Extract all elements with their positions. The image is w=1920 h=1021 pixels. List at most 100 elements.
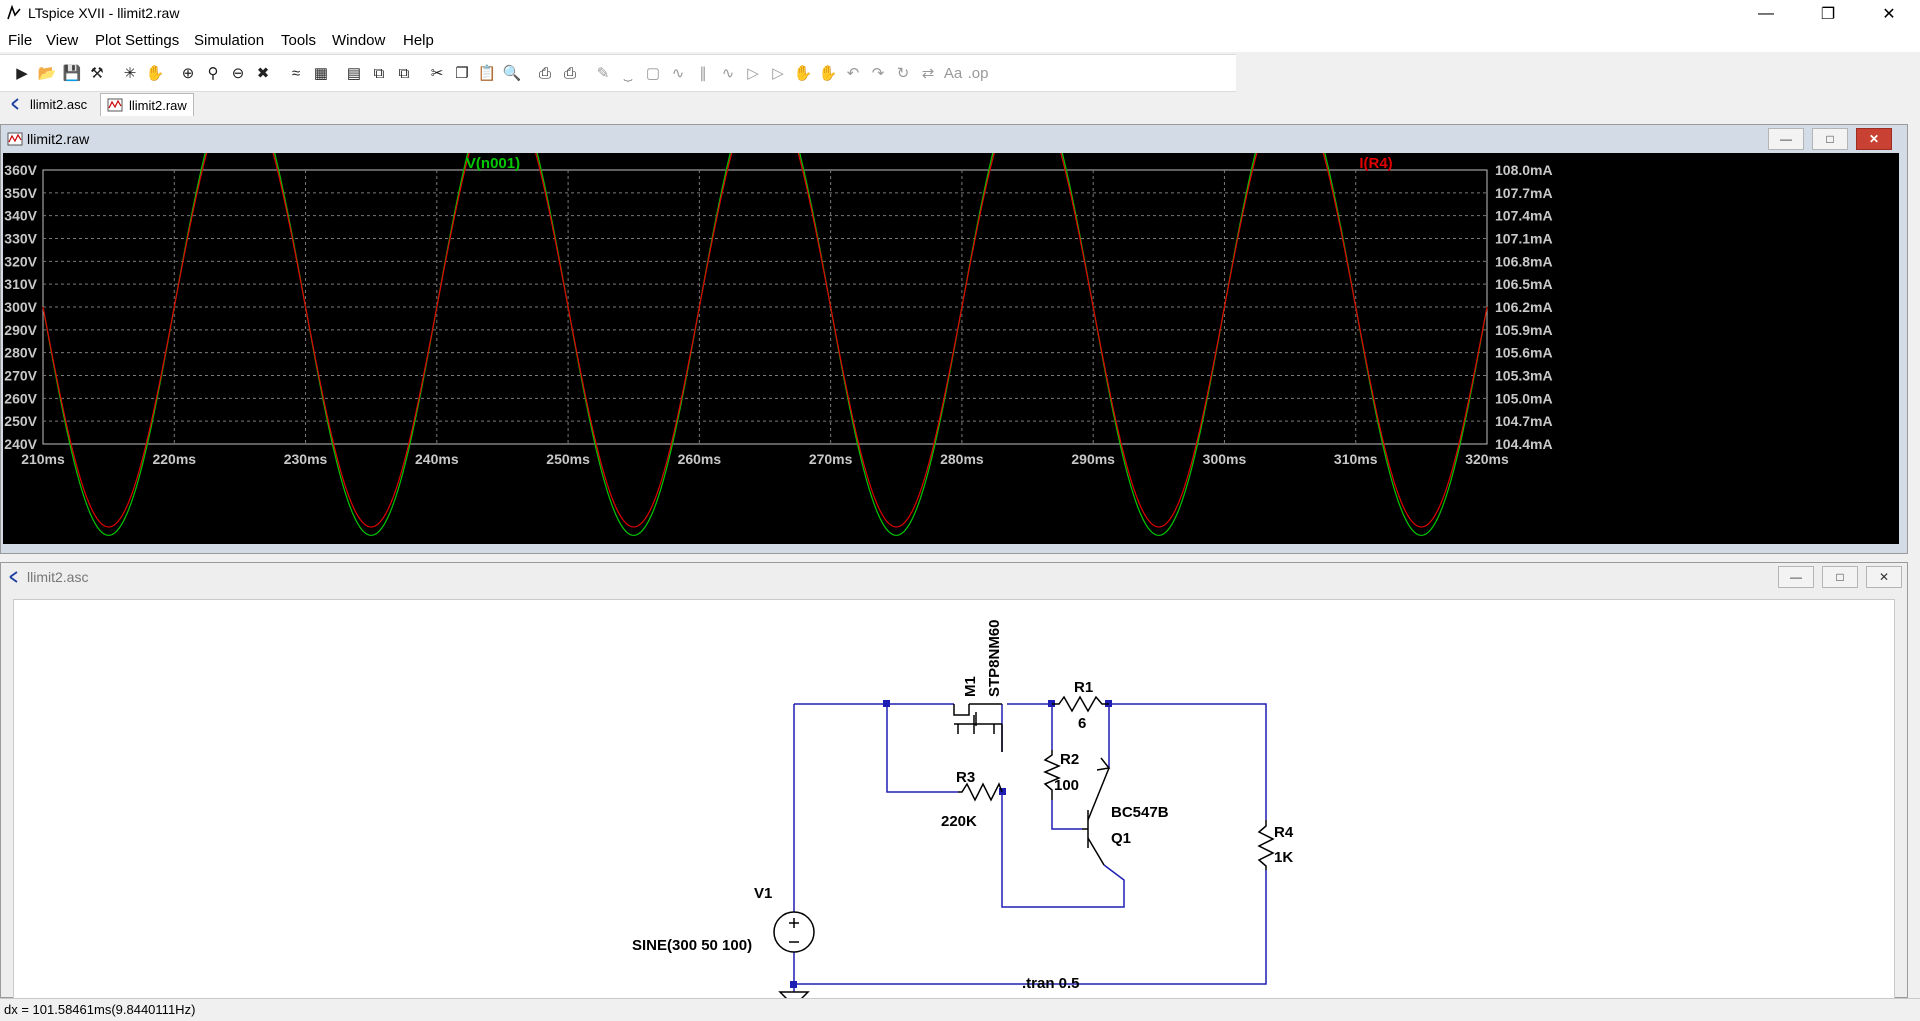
menu-file[interactable]: File — [8, 32, 33, 49]
y-right-tick-label: 105.6mA — [1495, 345, 1553, 361]
r1-value[interactable]: 6 — [1078, 715, 1086, 732]
menu-bar: File View Plot Settings Simulation Tools… — [0, 28, 1920, 52]
menu-view[interactable]: View — [46, 32, 79, 49]
x-tick-label: 260ms — [678, 451, 722, 467]
schematic-drawing[interactable]: R1 6 R2 100 R3 220K R4 1K BC547B Q1 V1 S… — [14, 600, 1894, 1014]
schematic-canvas[interactable]: R1 6 R2 100 R3 220K R4 1K BC547B Q1 V1 S… — [13, 599, 1895, 1015]
r4-value[interactable]: 1K — [1274, 849, 1293, 866]
v1-label[interactable]: V1 — [754, 885, 772, 902]
toolbar: ▶ 📂 💾 ⚒ ✳ ✋ ⊕ ⚲ ⊖ ✖ ≈ ▦ ▤ ⧉ ⧉ ✂ ❐ 📋 🔍 ⎙ ⎙ ✎ ⏟ ▢ ∿ ∥ ∿ ▷ ▷ ✋ ✋ ↶ ↷ ↻ ⇄ Aa.op — [0, 54, 1236, 92]
tile-icon[interactable]: ▤ — [346, 65, 362, 82]
text-icon[interactable]: Aa — [943, 64, 963, 82]
zoom-box-icon[interactable]: ⚲ — [207, 65, 219, 82]
r2-value[interactable]: 100 — [1054, 777, 1079, 794]
mirror-icon[interactable]: ⇄ — [921, 65, 935, 82]
manual-limits-icon[interactable]: ▦ — [313, 65, 329, 82]
r1-label[interactable]: R1 — [1074, 679, 1093, 696]
q1-model[interactable]: BC547B — [1111, 804, 1169, 821]
y-right-tick-label: 107.1mA — [1495, 231, 1553, 247]
open-icon[interactable]: 📂 — [37, 65, 57, 82]
label-icon[interactable]: ▢ — [645, 65, 661, 82]
close-button[interactable]: ✕ — [1882, 6, 1896, 23]
spice-directive-icon[interactable]: .op — [967, 64, 989, 82]
tab-llimit2-raw[interactable]: llimit2.raw — [100, 93, 194, 116]
schematic-minimize-button[interactable]: — — [1778, 566, 1814, 588]
m1-label[interactable]: M1 — [962, 676, 979, 697]
plot-close-button[interactable]: ✕ — [1856, 128, 1892, 150]
r3-label[interactable]: R3 — [956, 769, 975, 786]
tab-label: llimit2.raw — [129, 97, 187, 113]
resistor-r3[interactable] — [958, 782, 1003, 802]
move-icon[interactable]: ✋ — [793, 65, 813, 82]
menu-simulation[interactable]: Simulation — [194, 32, 265, 49]
menu-window[interactable]: Window — [332, 32, 386, 49]
wire-icon[interactable]: ✎ — [596, 65, 610, 82]
schematic-icon — [9, 571, 18, 583]
run-stop-icon[interactable]: ✳ — [123, 65, 137, 82]
npn-transistor-q1[interactable] — [1082, 757, 1111, 866]
menu-plot-settings[interactable]: Plot Settings — [95, 32, 180, 49]
x-tick-label: 250ms — [546, 451, 590, 467]
resistor-icon[interactable]: ∿ — [671, 65, 685, 82]
cascade-icon[interactable]: ⧉ — [373, 64, 385, 82]
redo-icon[interactable]: ↷ — [871, 65, 885, 82]
drag-icon[interactable]: ✋ — [818, 65, 838, 82]
pan-icon[interactable]: ✋ — [145, 65, 165, 82]
ground-icon[interactable]: ⏟ — [623, 64, 633, 82]
schematic-maximize-button[interactable]: □ — [1822, 566, 1858, 588]
rotate-icon[interactable]: ↻ — [896, 65, 910, 82]
run-icon[interactable]: ▶ — [16, 65, 28, 82]
resistor-r4[interactable] — [1257, 820, 1275, 870]
m1-model[interactable]: STP8NM60 — [986, 619, 1003, 697]
schematic-window-title: llimit2.asc — [27, 569, 89, 585]
cut-icon[interactable]: ✂ — [430, 65, 444, 82]
legend-v-n001[interactable]: V(n001) — [466, 155, 520, 172]
mosfet-m1[interactable] — [953, 703, 1003, 752]
control-panel-icon[interactable]: ⚒ — [90, 65, 104, 82]
voltage-source-v1[interactable] — [773, 911, 815, 953]
print-icon[interactable]: ⎙ — [538, 64, 551, 82]
print-setup-icon[interactable]: ⎙ — [563, 64, 576, 82]
menu-help[interactable]: Help — [403, 32, 434, 49]
plot-maximize-button[interactable]: □ — [1812, 128, 1848, 150]
trace-i-r4[interactable] — [42, 86, 1488, 528]
capacitor-icon[interactable]: ∥ — [699, 65, 707, 82]
window-title: LTspice XVII - llimit2.raw — [28, 5, 180, 21]
y-right-tick-label: 105.0mA — [1495, 390, 1553, 406]
v1-value[interactable]: SINE(300 50 100) — [632, 937, 752, 954]
restore-button[interactable]: ❐ — [1820, 6, 1836, 23]
save-icon[interactable]: 💾 — [62, 65, 82, 82]
resistor-r2[interactable] — [1043, 750, 1061, 800]
menu-tools[interactable]: Tools — [281, 32, 317, 49]
tran-directive[interactable]: .tran 0.5 — [1022, 975, 1080, 992]
component-icon[interactable]: ▷ — [772, 65, 784, 82]
minimize-button[interactable]: — — [1758, 5, 1774, 22]
q1-label[interactable]: Q1 — [1111, 830, 1131, 847]
document-tab-bar: llimit2.asc llimit2.raw — [0, 92, 1920, 116]
trace-v-n001[interactable] — [42, 78, 1488, 536]
plot-minimize-button[interactable]: — — [1768, 128, 1804, 150]
zoom-in-icon[interactable]: ⊕ — [181, 65, 195, 82]
undo-icon[interactable]: ↶ — [846, 65, 860, 82]
find-icon[interactable]: 🔍 — [502, 65, 522, 82]
r2-label[interactable]: R2 — [1060, 751, 1079, 768]
autorange-icon[interactable]: ≈ — [291, 64, 301, 82]
inductor-icon[interactable]: ∿ — [721, 65, 735, 82]
paste-icon[interactable]: 📋 — [477, 65, 497, 82]
zoom-cancel-icon[interactable]: ✖ — [256, 65, 270, 82]
tab-llimit2-asc[interactable]: llimit2.asc — [4, 93, 93, 115]
x-tick-label: 230ms — [284, 451, 328, 467]
schematic-close-button[interactable]: ✕ — [1866, 566, 1902, 588]
r3-value[interactable]: 220K — [941, 813, 977, 830]
resistor-r1[interactable] — [1052, 695, 1109, 713]
r4-label[interactable]: R4 — [1274, 824, 1294, 841]
zoom-out-icon[interactable]: ⊖ — [231, 65, 245, 82]
legend-i-r4[interactable]: I(R4) — [1359, 155, 1392, 172]
next-window-icon[interactable]: ⧉ — [398, 64, 410, 82]
copy-icon[interactable]: ❐ — [455, 65, 469, 82]
x-tick-label: 310ms — [1334, 451, 1378, 467]
wires[interactable] — [793, 703, 1267, 992]
diode-icon[interactable]: ▷ — [747, 65, 759, 82]
